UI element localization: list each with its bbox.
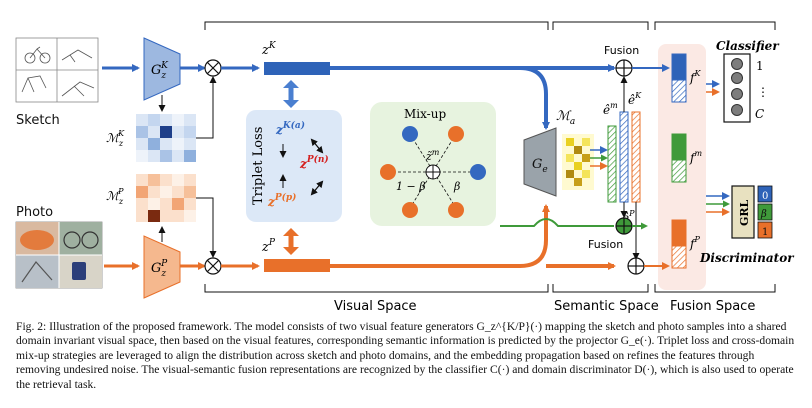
neuron-node-icon	[448, 202, 464, 218]
framework-diagram: Sketch Photo GzK GzP	[15, 21, 795, 314]
grl-box	[731, 185, 755, 239]
sketch-image-grid	[15, 37, 99, 103]
neuron-node-icon	[470, 164, 486, 180]
fusion-label-bottom: Fusion	[588, 238, 623, 251]
photo-mask-heatmap	[136, 174, 196, 222]
mixup-panel	[370, 102, 496, 226]
fk-bottom	[671, 79, 687, 103]
triplet-arrow-n-p	[310, 181, 323, 196]
em-label: êm	[603, 101, 618, 117]
semantic-space-top-brace	[552, 21, 649, 30]
mixup-zm-label: z̃m	[425, 148, 440, 163]
multiply-circle-icon	[204, 59, 222, 77]
fk-label: fK	[689, 69, 701, 85]
neuron-node-icon	[731, 58, 743, 70]
photo-image-grid	[15, 221, 103, 289]
fm-top	[671, 133, 687, 161]
semantic-projector-label: Ge	[532, 157, 548, 175]
negative-photo-label: zP(n)	[299, 154, 329, 171]
neuron-node-icon	[402, 126, 418, 142]
zp-label: zP	[261, 238, 276, 255]
visual-space-label: Visual Space	[334, 299, 417, 314]
neuron-node-icon	[731, 72, 743, 84]
photo-mask-label: ℳzP	[106, 187, 124, 206]
triplet-loss-panel	[246, 110, 342, 222]
fm-label: fm	[689, 149, 702, 165]
fusion-space-top-brace	[654, 21, 776, 30]
neuron-node-icon	[448, 126, 464, 142]
ep-embedding-bar	[631, 111, 641, 203]
domain-out-0	[757, 185, 773, 203]
domain-out-1	[757, 221, 773, 239]
fusion-space-label: Fusion Space	[670, 299, 755, 314]
mask-k-to-mul	[196, 76, 217, 139]
class-c-label: C	[755, 107, 764, 121]
photo-generator-label: GzP	[151, 259, 168, 279]
semantic-space-label: Semantic Space	[554, 299, 659, 314]
photo-generator-block	[143, 235, 181, 299]
double-arrow-icon	[283, 80, 299, 108]
visual-space-bottom-brace	[204, 284, 549, 293]
neuron-node-icon	[402, 202, 418, 218]
neuron-node-icon	[380, 164, 396, 180]
sketch-mask-label: ℳzK	[106, 129, 125, 148]
mixup-center-plus-icon	[425, 164, 441, 180]
figure-caption: Fig. 2: Illustration of the proposed fra…	[16, 320, 795, 391]
plus-circle-icon	[627, 257, 645, 275]
grl-label: GRL	[738, 199, 751, 226]
zp-feature-vector	[264, 259, 330, 272]
plus-circle-icon	[615, 59, 633, 77]
triplet-arrow-n-a	[310, 138, 323, 153]
sketch-generator-block	[143, 37, 181, 101]
domain-label-1: 1	[762, 227, 768, 238]
discriminator-label: Discriminator	[699, 251, 795, 265]
visual-space-top-brace	[204, 21, 549, 30]
fp-label: fP	[689, 235, 700, 251]
fusion-label-top: Fusion	[604, 44, 639, 57]
semantic-green-flow	[500, 218, 614, 227]
zp-to-ge-flow	[330, 204, 550, 268]
attention-heatmap	[562, 134, 594, 190]
beta-label: β	[453, 180, 460, 193]
domain-out-beta	[757, 203, 773, 221]
neuron-node-icon	[731, 88, 743, 100]
domain-label-beta: β	[760, 209, 767, 220]
semantic-space-bottom-brace	[552, 284, 649, 293]
sketch-generator-label: GzK	[151, 61, 169, 81]
mask-p-to-mul	[196, 197, 217, 258]
classifier-label: Classifier	[716, 39, 780, 53]
positive-photo-label: zP(p)	[267, 192, 296, 209]
triplet-loss-label: Triplet Loss	[251, 127, 266, 205]
domain-label-0: 0	[762, 191, 768, 202]
multiply-circle-icon	[204, 257, 222, 275]
class-1-label: 1	[756, 59, 764, 73]
fusion-space-bottom-brace	[654, 284, 776, 293]
sketch-mask-heatmap	[136, 114, 196, 162]
ek-label: êK	[628, 91, 642, 107]
attention-label: ℳa	[556, 109, 575, 127]
anchor-sketch-label: zK(a)	[275, 120, 305, 137]
fk-top	[671, 53, 687, 81]
fp-top	[671, 219, 687, 247]
fm-bottom	[671, 159, 687, 183]
class-vdots-label: ⋮	[757, 85, 769, 99]
plus-circle-icon	[615, 217, 633, 235]
sketch-label: Sketch	[16, 113, 60, 128]
zk-label: zK	[261, 41, 277, 58]
zk-feature-vector	[264, 62, 330, 75]
semantic-projector-block	[523, 127, 557, 197]
em-embedding-bar	[607, 125, 617, 203]
mixup-label: Mix-up	[404, 107, 446, 121]
neuron-node-icon	[731, 104, 743, 116]
one-minus-beta-label: 1 − β	[396, 180, 426, 193]
fp-bottom	[671, 245, 687, 269]
photo-label: Photo	[16, 205, 53, 220]
ek-embedding-bar	[619, 111, 629, 203]
double-arrow-icon	[283, 228, 299, 255]
